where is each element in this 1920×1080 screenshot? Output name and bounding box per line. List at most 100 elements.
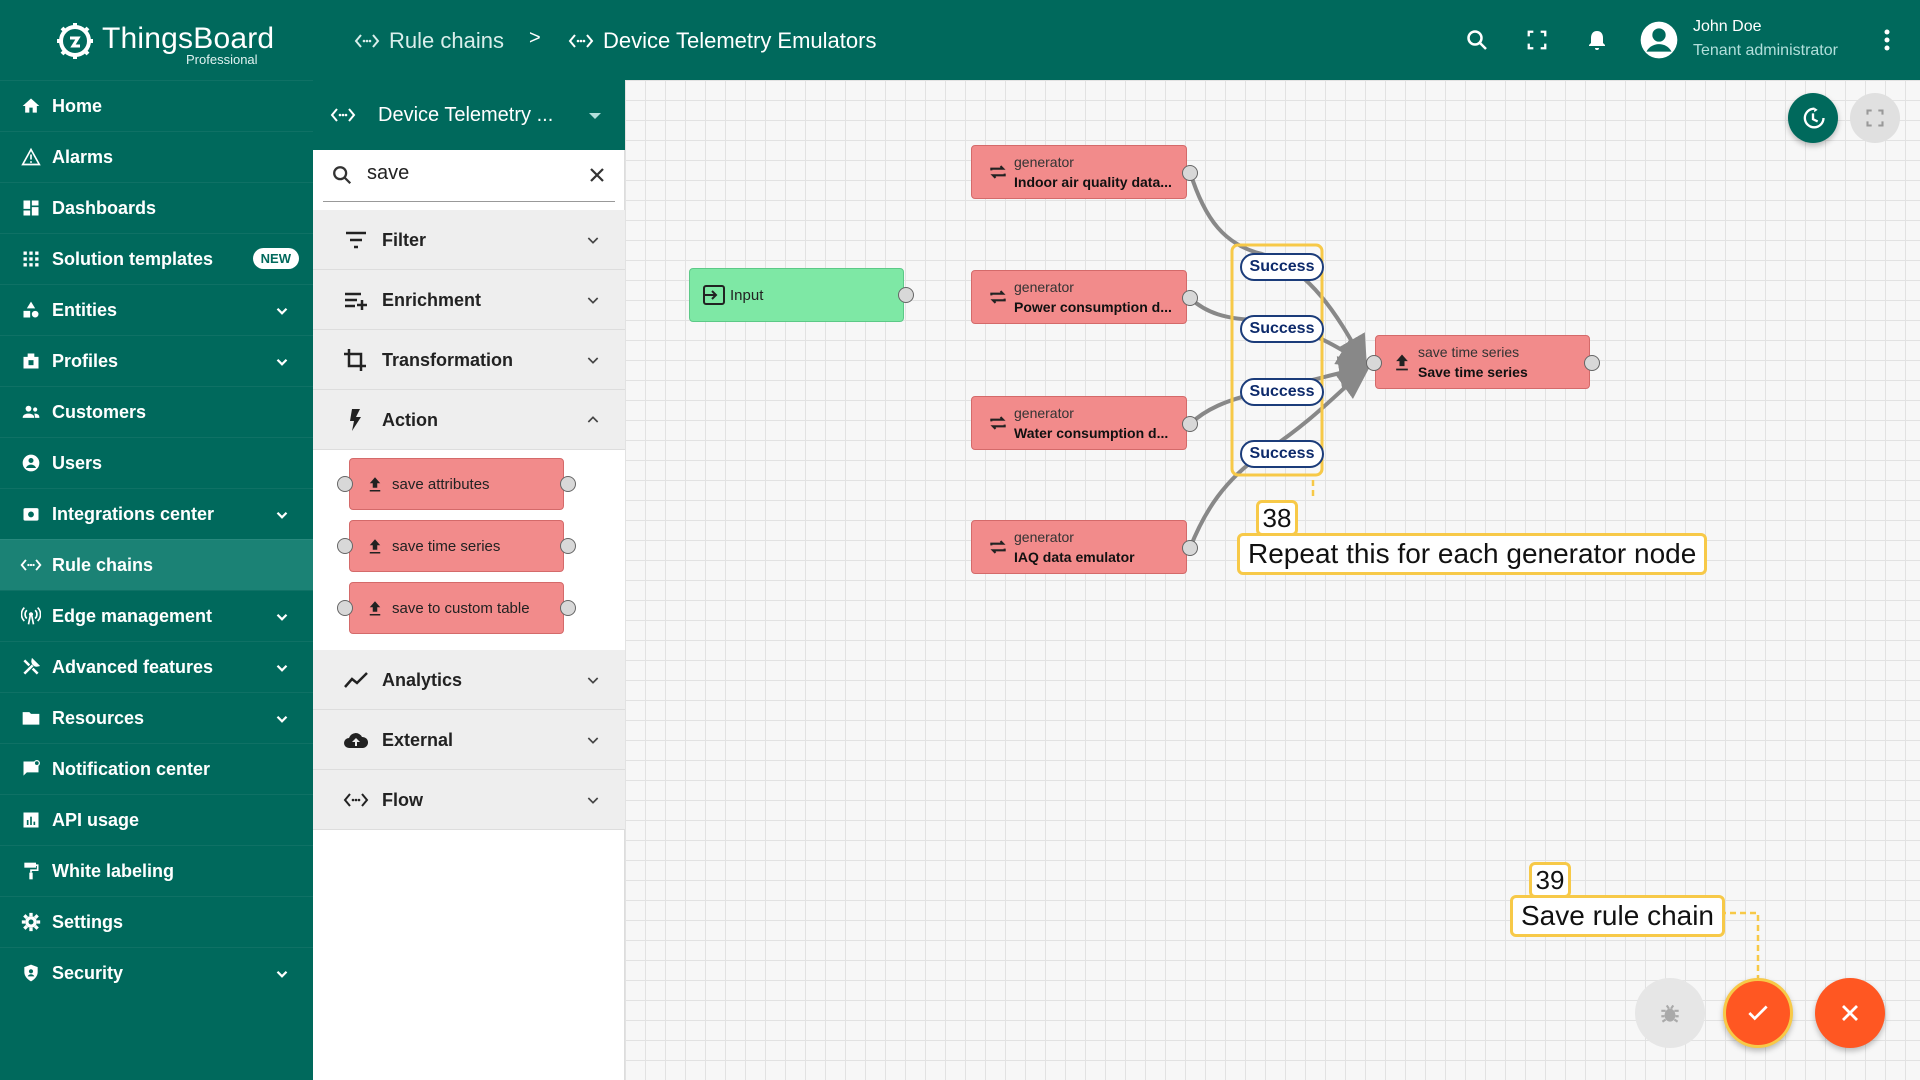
sidebar-item-home[interactable]: Home <box>0 80 313 131</box>
generator-node-water-consumption[interactable]: generator Water consumption d... <box>971 396 1198 450</box>
bell-icon[interactable] <box>1583 26 1611 54</box>
profiles-icon <box>20 350 42 372</box>
action-node-list: save attributes save time series save to… <box>313 450 625 650</box>
category-transformation[interactable]: Transformation <box>313 330 625 390</box>
input-port <box>337 538 353 554</box>
sidebar-item-label: Solution templates <box>52 248 214 269</box>
input-node[interactable]: Input <box>689 268 914 322</box>
sidebar-item-dashboards[interactable]: Dashboards <box>0 182 313 233</box>
sidebar-item-label: Settings <box>52 911 124 932</box>
breadcrumb-rule-chains[interactable]: Rule chains <box>353 28 504 54</box>
output-port <box>560 538 576 554</box>
sidebar-item-advanced-features[interactable]: Advanced features <box>0 641 313 692</box>
sidebar-item-resources[interactable]: Resources <box>0 692 313 743</box>
sidebar-item-alarms[interactable]: Alarms <box>0 131 313 182</box>
login-icon <box>703 285 725 305</box>
node-library-panel: Device Telemetry ... Filter Enrichment T… <box>313 80 625 1080</box>
chevron-down-icon <box>273 659 291 682</box>
category-label: Action <box>382 410 438 430</box>
output-port[interactable] <box>1182 540 1198 556</box>
category-enrichment[interactable]: Enrichment <box>313 270 625 330</box>
output-port[interactable] <box>1584 355 1600 371</box>
output-port[interactable] <box>1182 416 1198 432</box>
upload-icon <box>369 601 381 616</box>
sidebar-item-integrations-center[interactable]: Integrations center <box>0 488 313 539</box>
chevron-up-icon <box>587 416 599 423</box>
fullscreen-icon <box>1866 109 1884 127</box>
link-label-success[interactable]: Success <box>1240 378 1324 406</box>
new-badge: NEW <box>252 248 299 269</box>
repeat-icon <box>990 540 1006 554</box>
sidebar-item-solution-templates[interactable]: Solution templates NEW <box>0 233 313 284</box>
user-name: John Doe <box>1693 18 1762 35</box>
rule-chain-canvas[interactable]: Input generator Indoor air quality data.… <box>625 80 1920 1080</box>
chevron-down-icon <box>273 608 291 631</box>
canvas-fullscreen-button[interactable] <box>1850 93 1900 143</box>
chevron-down-icon <box>587 237 599 244</box>
output-port[interactable] <box>898 287 914 303</box>
callout-step-number: 39 <box>1529 862 1571 898</box>
sidebar-item-api-usage[interactable]: API usage <box>0 794 313 845</box>
output-port[interactable] <box>1182 290 1198 306</box>
link-label-success[interactable]: Success <box>1240 253 1324 281</box>
dropdown-arrow-icon <box>589 113 601 119</box>
category-label: Analytics <box>382 670 463 690</box>
user-avatar[interactable] <box>1639 20 1679 60</box>
category-analytics[interactable]: Analytics <box>313 650 625 710</box>
sidebar-item-notification-center[interactable]: Notification center <box>0 743 313 794</box>
chevron-down-icon <box>273 506 291 529</box>
library-node-label: save to custom table <box>392 600 530 617</box>
sidebar-item-entities[interactable]: Entities <box>0 284 313 335</box>
library-node-save-time-series[interactable]: save time series <box>337 520 576 572</box>
link-label-success[interactable]: Success <box>1240 315 1324 343</box>
debug-mode-button[interactable] <box>1635 978 1705 1048</box>
chevron-down-icon <box>587 297 599 304</box>
sidebar-item-edge-management[interactable]: Edge management <box>0 590 313 641</box>
generator-node-iaq-emulator[interactable]: generator IAQ data emulator <box>971 520 1198 574</box>
category-action[interactable]: Action <box>313 390 625 450</box>
generator-node-indoor-air-quality[interactable]: generator Indoor air quality data... <box>971 145 1198 199</box>
node-type: generator <box>1014 529 1074 545</box>
category-filter[interactable]: Filter <box>313 210 625 270</box>
discard-changes-button[interactable] <box>1815 978 1885 1048</box>
category-external[interactable]: External <box>313 710 625 770</box>
input-port[interactable] <box>1366 355 1382 371</box>
breadcrumb-current-label: Device Telemetry Emulators <box>603 28 877 53</box>
chevron-down-icon <box>273 302 291 325</box>
library-node-save-attributes[interactable]: save attributes <box>337 458 576 510</box>
library-node-save-to-custom-table[interactable]: save to custom table <box>337 582 576 634</box>
node-type: save time series <box>1418 344 1520 360</box>
node-search-input[interactable] <box>367 162 567 185</box>
clear-search-icon[interactable] <box>588 166 606 184</box>
sidebar-item-label: API usage <box>52 809 140 830</box>
sidebar-item-security[interactable]: Security <box>0 947 313 998</box>
sidebar-item-white-labeling[interactable]: White labeling <box>0 845 313 896</box>
save-time-series-node[interactable]: save time series Save time series <box>1366 335 1600 389</box>
node-name: IAQ data emulator <box>1014 549 1135 565</box>
rule-chain-selector[interactable]: Device Telemetry ... <box>313 80 625 150</box>
sidebar-item-label: Home <box>52 95 103 116</box>
shield-icon <box>20 962 42 984</box>
customers-icon <box>20 401 42 423</box>
search-icon[interactable] <box>1463 26 1491 54</box>
callout-step-text: Repeat this for each generator node <box>1237 533 1708 575</box>
sidebar-item-label: Rule chains <box>52 554 154 575</box>
breadcrumb-current: Device Telemetry Emulators <box>567 28 876 54</box>
save-rule-chain-button[interactable] <box>1723 978 1793 1048</box>
sidebar-item-rule-chains[interactable]: Rule chains <box>0 539 313 590</box>
version-history-button[interactable] <box>1788 93 1838 143</box>
generator-node-power-consumption[interactable]: generator Power consumption d... <box>971 270 1198 324</box>
tools-icon <box>20 656 42 678</box>
category-flow[interactable]: Flow <box>313 770 625 830</box>
output-port <box>560 600 576 616</box>
sidebar-item-profiles[interactable]: Profiles <box>0 335 313 386</box>
sidebar-item-users[interactable]: Users <box>0 437 313 488</box>
more-vert-icon[interactable] <box>1873 26 1901 54</box>
sidebar-item-settings[interactable]: Settings <box>0 896 313 947</box>
folder-icon <box>20 707 42 729</box>
sidebar-item-customers[interactable]: Customers <box>0 386 313 437</box>
logo[interactable]: ThingsBoard Professional <box>52 18 282 68</box>
output-port[interactable] <box>1182 165 1198 181</box>
link-label-success[interactable]: Success <box>1240 440 1324 468</box>
fullscreen-icon[interactable] <box>1523 26 1551 54</box>
